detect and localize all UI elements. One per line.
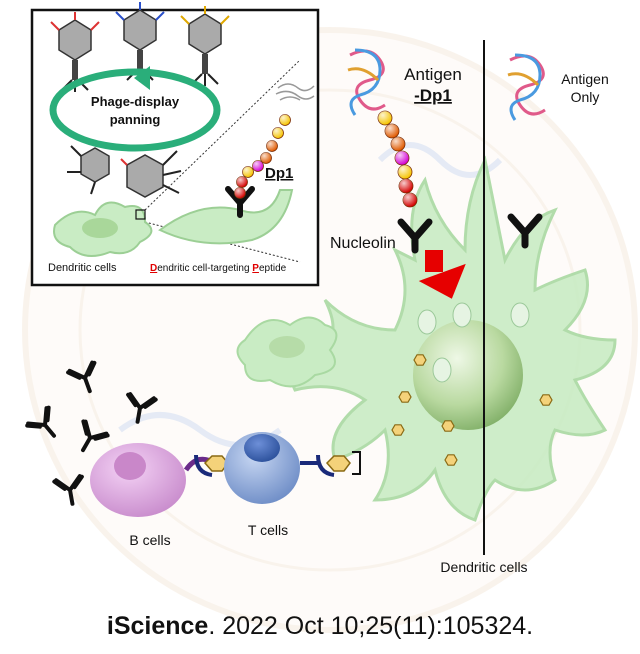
- antigen-protein-icon: [275, 83, 315, 101]
- antibody-icon: [66, 360, 97, 394]
- cycle-label-line1: Phage-display: [91, 94, 180, 109]
- receptor-icon: [225, 186, 255, 218]
- antigen-only-label-line2: Only: [571, 89, 600, 105]
- antigen-fragment-icon: [413, 354, 427, 366]
- inset-dendritic-cells-label: Dendritic cells: [48, 262, 117, 274]
- inset-dp1-label: Dp1: [265, 165, 293, 182]
- main-dendritic-cell: [291, 155, 617, 522]
- phage-icon: [50, 12, 100, 92]
- antibody-icon: [81, 419, 110, 453]
- antigen-fragment-icon: [398, 391, 412, 403]
- cycle-label-line2: panning: [110, 112, 161, 127]
- t-cells-label: T cells: [248, 522, 288, 538]
- internalization-arrow: [418, 250, 466, 299]
- antibody-icon: [25, 405, 56, 438]
- nucleolin-receptor-icon: [397, 218, 433, 254]
- dp-caption-end: eptide: [259, 263, 287, 274]
- antigen-dp1-label-line2: -Dp1: [414, 86, 452, 105]
- antibodies: [25, 360, 158, 506]
- antigen-fragment-icon: [539, 394, 553, 406]
- dp-caption-mid: endritic cell-targeting: [157, 263, 252, 274]
- phage-icon: [180, 6, 230, 86]
- antigen-fragment-icon: [444, 454, 458, 466]
- antigen-presentation-icon: [194, 451, 361, 477]
- main-peptide-chain: [377, 110, 418, 208]
- b-cells-label: B cells: [129, 532, 170, 548]
- antibody-icon: [126, 392, 158, 424]
- receptor-icon: [507, 213, 543, 249]
- phage-icon: [120, 150, 182, 198]
- nucleolin-label: Nucleolin: [330, 235, 396, 252]
- antigen-dp1-label-line1: Antigen: [404, 65, 462, 84]
- antigen-only-label-line1: Antigen: [561, 71, 608, 87]
- inset-panel: Phage-display panning Dp1 Dendritic cell…: [30, 2, 320, 287]
- antigen-fragment-icon: [441, 420, 455, 432]
- citation: iScience. 2022 Oct 10;25(11):105324.: [0, 612, 640, 641]
- t-cell: [224, 432, 300, 504]
- citation-journal: iScience: [106, 612, 209, 640]
- small-dendritic-cell: [236, 316, 338, 388]
- antigen-protein-icon: [347, 48, 386, 116]
- dp-caption-d: D: [150, 263, 157, 274]
- dp-caption: Dendritic cell-targeting Peptide: [150, 263, 287, 274]
- antibody-icon: [52, 474, 84, 506]
- citation-reference: . 2022 Oct 10;25(11):105324.: [208, 612, 534, 640]
- phage-icon: [67, 145, 110, 195]
- endosome-icon: [417, 302, 530, 383]
- inset-peptide-chain: [234, 114, 291, 199]
- antigen-fragment-icon: [391, 424, 405, 436]
- antigen-fragments: [391, 354, 553, 466]
- inset-dendrite: [158, 189, 294, 245]
- dp-caption-p: P: [252, 263, 259, 274]
- inset-dendritic-cell: [53, 201, 153, 257]
- antigen-protein-icon: [507, 53, 546, 121]
- panning-cycle-arrow: [49, 66, 221, 152]
- dendritic-cells-label: Dendritic cells: [440, 559, 527, 575]
